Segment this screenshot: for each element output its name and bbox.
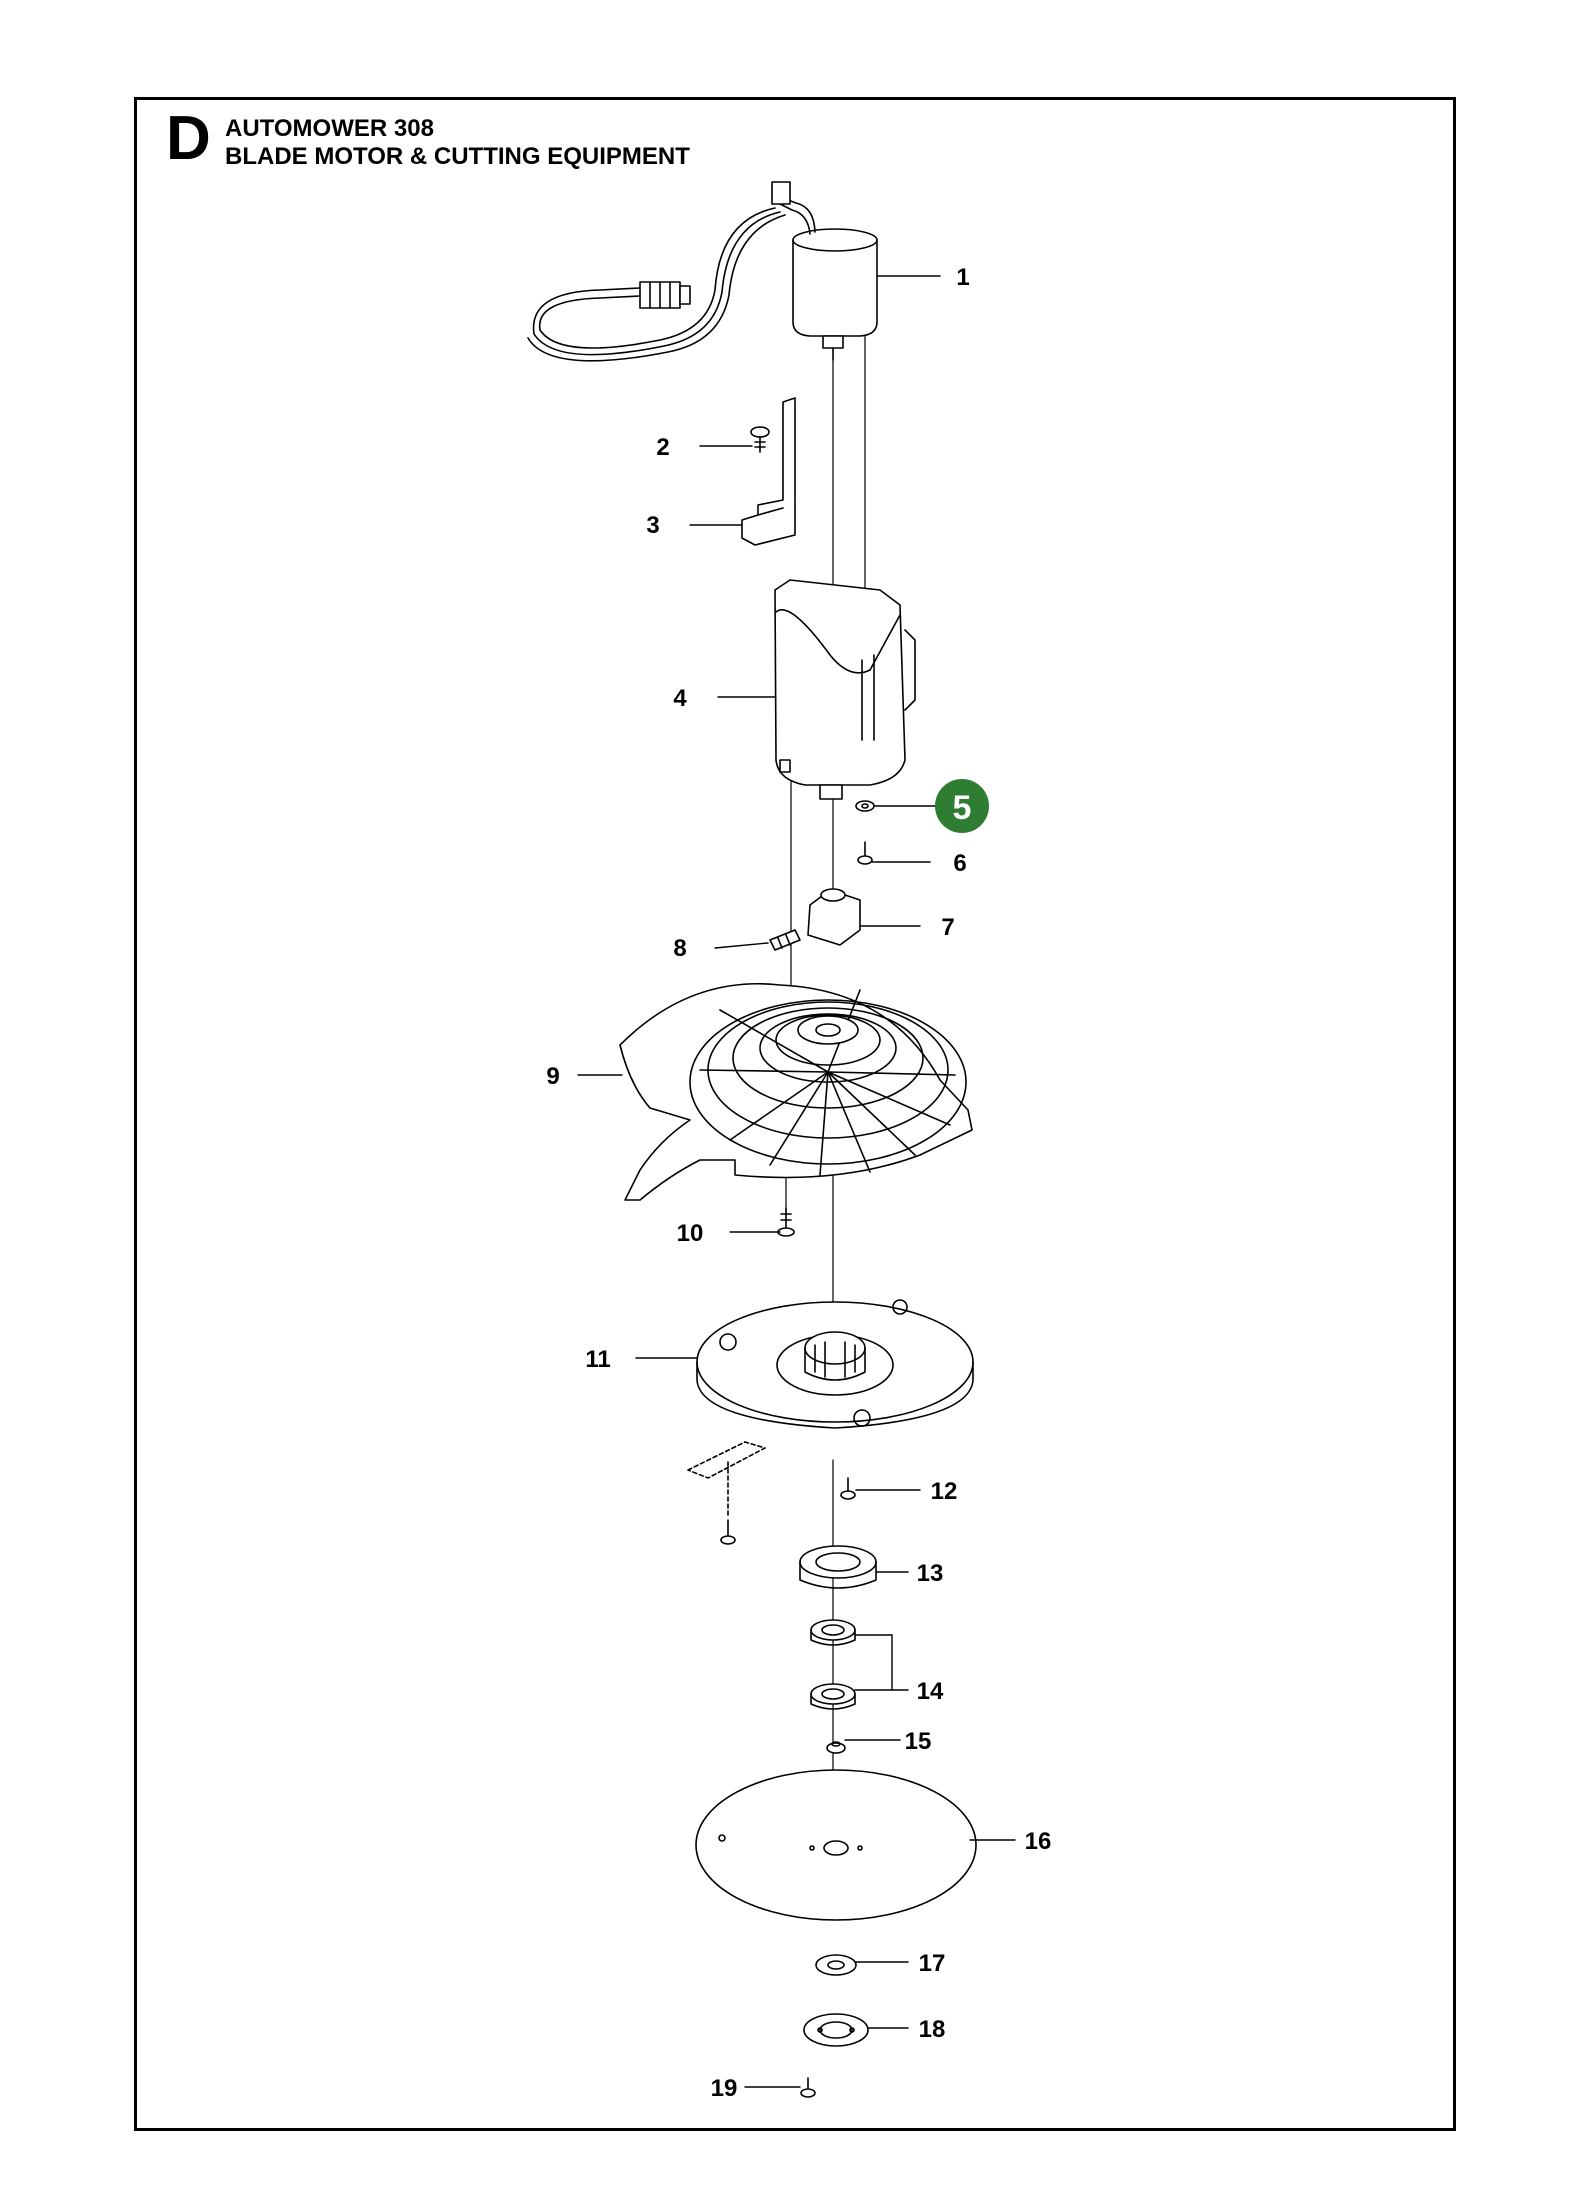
part-washer-17 (815, 1954, 857, 1976)
part-screw-6 (857, 841, 873, 865)
page-subtitle: BLADE MOTOR & CUTTING EQUIPMENT (225, 143, 690, 170)
callout-label-12: 12 (931, 1478, 958, 1505)
part-motor (527, 181, 878, 362)
section-letter: D (166, 104, 211, 173)
callout-label-11: 11 (585, 1346, 610, 1373)
part-screw-small (720, 1519, 736, 1545)
callout-label-16: 16 (1025, 1828, 1052, 1855)
part-motor-housing (774, 579, 916, 800)
leader-lines (577, 275, 1016, 2088)
callout-label-19: 19 (711, 2075, 738, 2102)
part-bearing-14b (810, 1683, 856, 1710)
callout-label-13: 13 (917, 1560, 944, 1587)
part-coupling (807, 888, 861, 946)
part-washer-5 (855, 800, 875, 812)
callout-label-8: 8 (673, 935, 686, 962)
part-bearing-13 (799, 1545, 877, 1589)
callout-label-1: 1 (956, 264, 969, 291)
part-blade-disc (695, 1769, 977, 1921)
part-bracket (741, 397, 796, 546)
callout-label-4: 4 (673, 685, 687, 712)
callout-label-14: 14 (917, 1678, 944, 1705)
part-blade-guard (619, 982, 973, 1201)
part-screw-10 (777, 1207, 795, 1237)
highlighted-callout-5 (935, 779, 989, 833)
part-screw-19 (800, 2077, 816, 2098)
callout-label-3: 3 (646, 512, 659, 539)
callout-label-18: 18 (919, 2016, 946, 2043)
callout-label-17: 17 (919, 1950, 946, 1977)
part-cover-disc (696, 1299, 974, 1429)
part-bearing-14a (810, 1619, 856, 1646)
part-blade-hub (803, 2013, 869, 2047)
model-title: AUTOMOWER 308 (225, 115, 434, 142)
part-screw-12 (840, 1477, 856, 1500)
part-set-screw (769, 929, 801, 951)
callout-label-10: 10 (677, 1220, 704, 1247)
callout-label-5: 5 (953, 789, 972, 827)
part-mounting-plate-dashed (687, 1441, 766, 1516)
callout-label-2: 2 (656, 434, 669, 461)
callout-label-6: 6 (953, 850, 966, 877)
part-nut-15 (826, 1741, 846, 1754)
callout-label-9: 9 (546, 1063, 559, 1090)
part-screw-2 (750, 426, 770, 453)
callout-label-7: 7 (941, 914, 954, 941)
diagram-frame (134, 97, 1456, 2131)
callout-label-15: 15 (905, 1728, 932, 1755)
